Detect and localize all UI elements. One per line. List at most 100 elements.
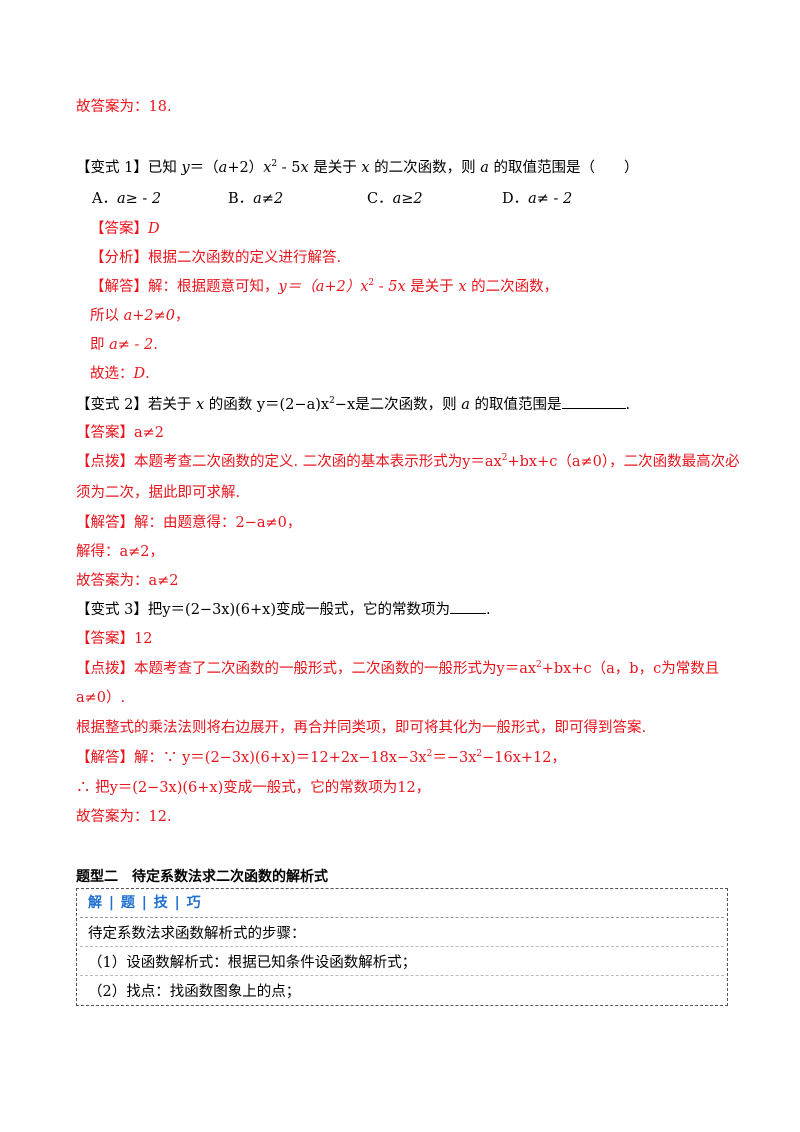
exponent: 2: [426, 749, 433, 760]
hint-expr: y＝ax: [496, 661, 537, 677]
stem-text: 的二次函数，则: [369, 160, 481, 176]
var-x: x: [300, 160, 309, 176]
previous-answer-line: 故答案为：18.: [76, 99, 172, 115]
stem-text: .: [486, 602, 491, 618]
solution-text: 解：∵: [134, 750, 183, 766]
variant3-answer: 【答案】12: [76, 629, 152, 649]
stem-text: 的取值范围是: [469, 397, 562, 413]
variant1-step3: 故选：D.: [90, 364, 150, 384]
answer-value: 12: [134, 631, 153, 647]
tips-divider: [80, 917, 724, 918]
expr-part: +2）: [227, 160, 264, 176]
exponent: 2: [476, 749, 483, 760]
variant3-step1: ∴ 把y＝(2−3x)(6+x)变成一般式，它的常数项为12，: [76, 778, 430, 798]
variant3-label: 【变式 3】把: [76, 602, 163, 618]
hint-label: 【点拨】: [76, 661, 134, 677]
variant1-solution: 【解答】解：根据题意可知，y＝（a+2）x2 ‐ 5x 是关于 x 的二次函数，: [90, 277, 558, 297]
answer-value: a≠2: [134, 425, 165, 441]
variant1-step1: 所以 a+2≠0，: [90, 306, 190, 326]
step-text: .: [153, 337, 158, 353]
exponent: 2: [271, 159, 278, 170]
option-expr: a≥2: [392, 191, 423, 207]
option-letter: A．: [92, 191, 117, 207]
solution-expr: ‐ 5x: [374, 279, 406, 295]
solution-text: 解：根据题意可知，: [148, 279, 279, 295]
step-text: 即: [90, 337, 110, 353]
option-letter: B．: [228, 191, 254, 207]
solution-expr: y＝（a+2）x: [278, 279, 369, 295]
var-a: a: [461, 397, 470, 413]
answer-blank[interactable]: [561, 394, 626, 409]
variant3-hint-cont2: 根据整式的乘法法则将右边展开，再合并同类项，即可将其化为一般形式，即可得到答案.: [76, 720, 647, 736]
variant2-stem: 【变式 2】若关于 x 的函数 y＝(2−a)x2−x是二次函数，则 a 的取值…: [76, 394, 630, 415]
variant3-hint-cont: a≠0）.: [76, 690, 126, 706]
variant1-label: 【变式 1】已知: [76, 160, 182, 176]
exponent: 2: [329, 396, 335, 407]
answer-blank[interactable]: [450, 599, 486, 614]
hint-text: 本题考查了二次函数的一般形式，二次函数的一般形式为: [134, 661, 497, 677]
var-a: a: [480, 160, 489, 176]
option-letter: C．: [367, 191, 393, 207]
step-expr: a+2≠0: [123, 308, 176, 324]
stem-expr: y＝(2−a)x: [256, 397, 330, 413]
var-x: x: [195, 397, 205, 413]
stem-expr: −x: [334, 397, 356, 413]
answer-label: 【答案】: [90, 221, 148, 237]
stem-text: 变成一般式，它的常数项为: [276, 602, 450, 618]
analysis-text: 根据二次函数的定义进行解答.: [148, 250, 342, 266]
option-expr: a≠2: [253, 191, 284, 207]
option-b: B．a≠2: [228, 189, 283, 209]
stem-text: 是二次函数，则: [355, 397, 462, 413]
option-a: A．a≥ ‐ 2: [92, 189, 161, 209]
stem-text: .: [625, 397, 631, 413]
hint-text: 本题考查二次函数的定义. 二次函的基本表示形式为: [134, 454, 463, 470]
step-text: ∴ 把: [76, 780, 110, 796]
variant3-solution: 【解答】解：∵ y＝(2−3x)(6+x)＝12+2x−18x−3x2＝−3x2…: [76, 748, 566, 768]
answer-label: 【答案】: [76, 425, 134, 441]
hint-label: 【点拨】: [76, 454, 134, 470]
solution-text: ，: [551, 750, 567, 766]
step-expr: y＝(2−3x)(6+x): [109, 780, 224, 796]
hint-text: ，二次函数最高次必: [609, 454, 740, 470]
var-x: x: [458, 279, 467, 295]
answer-value: D: [148, 221, 160, 237]
step-expr: 12: [397, 780, 416, 796]
tip-line-3: （2）找点：找函数图象上的点；: [88, 984, 301, 1000]
stem-expr: y＝(2−3x)(6+x): [162, 602, 276, 618]
section-title: 题型二 待定系数法求二次函数的解析式: [76, 869, 328, 885]
option-c: C．a≥2: [367, 189, 423, 209]
hint-expr: y＝ax: [462, 454, 502, 470]
solution-expr: ＝−3x: [432, 750, 477, 766]
exponent: 2: [368, 278, 375, 289]
tip-rule: [80, 946, 724, 947]
variant2-step1: 解得：a≠2，: [76, 544, 165, 560]
expr-part: ＝（: [189, 160, 219, 176]
solution-text: 是关于: [405, 279, 459, 295]
solution-text: 解：由题意得：2−a≠0，: [134, 515, 302, 531]
variant2-answer: 【答案】a≠2: [76, 423, 164, 443]
solution-text: 的二次函数，: [466, 279, 559, 295]
option-expr: a≠ ‐ 2: [528, 191, 573, 207]
tip-line-2: （1）设函数解析式：根据已知条件设函数解析式；: [88, 955, 417, 971]
var-x: x: [361, 160, 370, 176]
step-text: 故选：: [90, 366, 134, 382]
stem-text: 是关于: [308, 160, 362, 176]
stem-text: 的取值范围是（ ）: [488, 160, 639, 176]
variant2-label: 【变式 2】若关于: [76, 397, 196, 413]
variant3-step2: 故答案为：12.: [76, 809, 172, 825]
expr-part: ‐ 5: [277, 160, 301, 176]
hint-text: （a，b，c为常数且: [591, 661, 720, 677]
stem-text: 的函数: [204, 397, 257, 413]
step-text: .: [145, 366, 150, 382]
step-text: ，: [415, 780, 431, 796]
option-letter: D．: [502, 191, 529, 207]
step-text: 所以: [90, 308, 124, 324]
solution-label: 【解答】: [90, 279, 148, 295]
tips-box: [76, 888, 728, 1006]
solution-label: 【解答】: [76, 515, 134, 531]
step-expr: a≠ ‐ 2: [109, 337, 154, 353]
answer-label: 【答案】: [76, 631, 134, 647]
variant2-hint-cont: 须为二次，据此即可求解.: [76, 485, 241, 501]
variant1-answer: 【答案】D: [90, 219, 160, 239]
